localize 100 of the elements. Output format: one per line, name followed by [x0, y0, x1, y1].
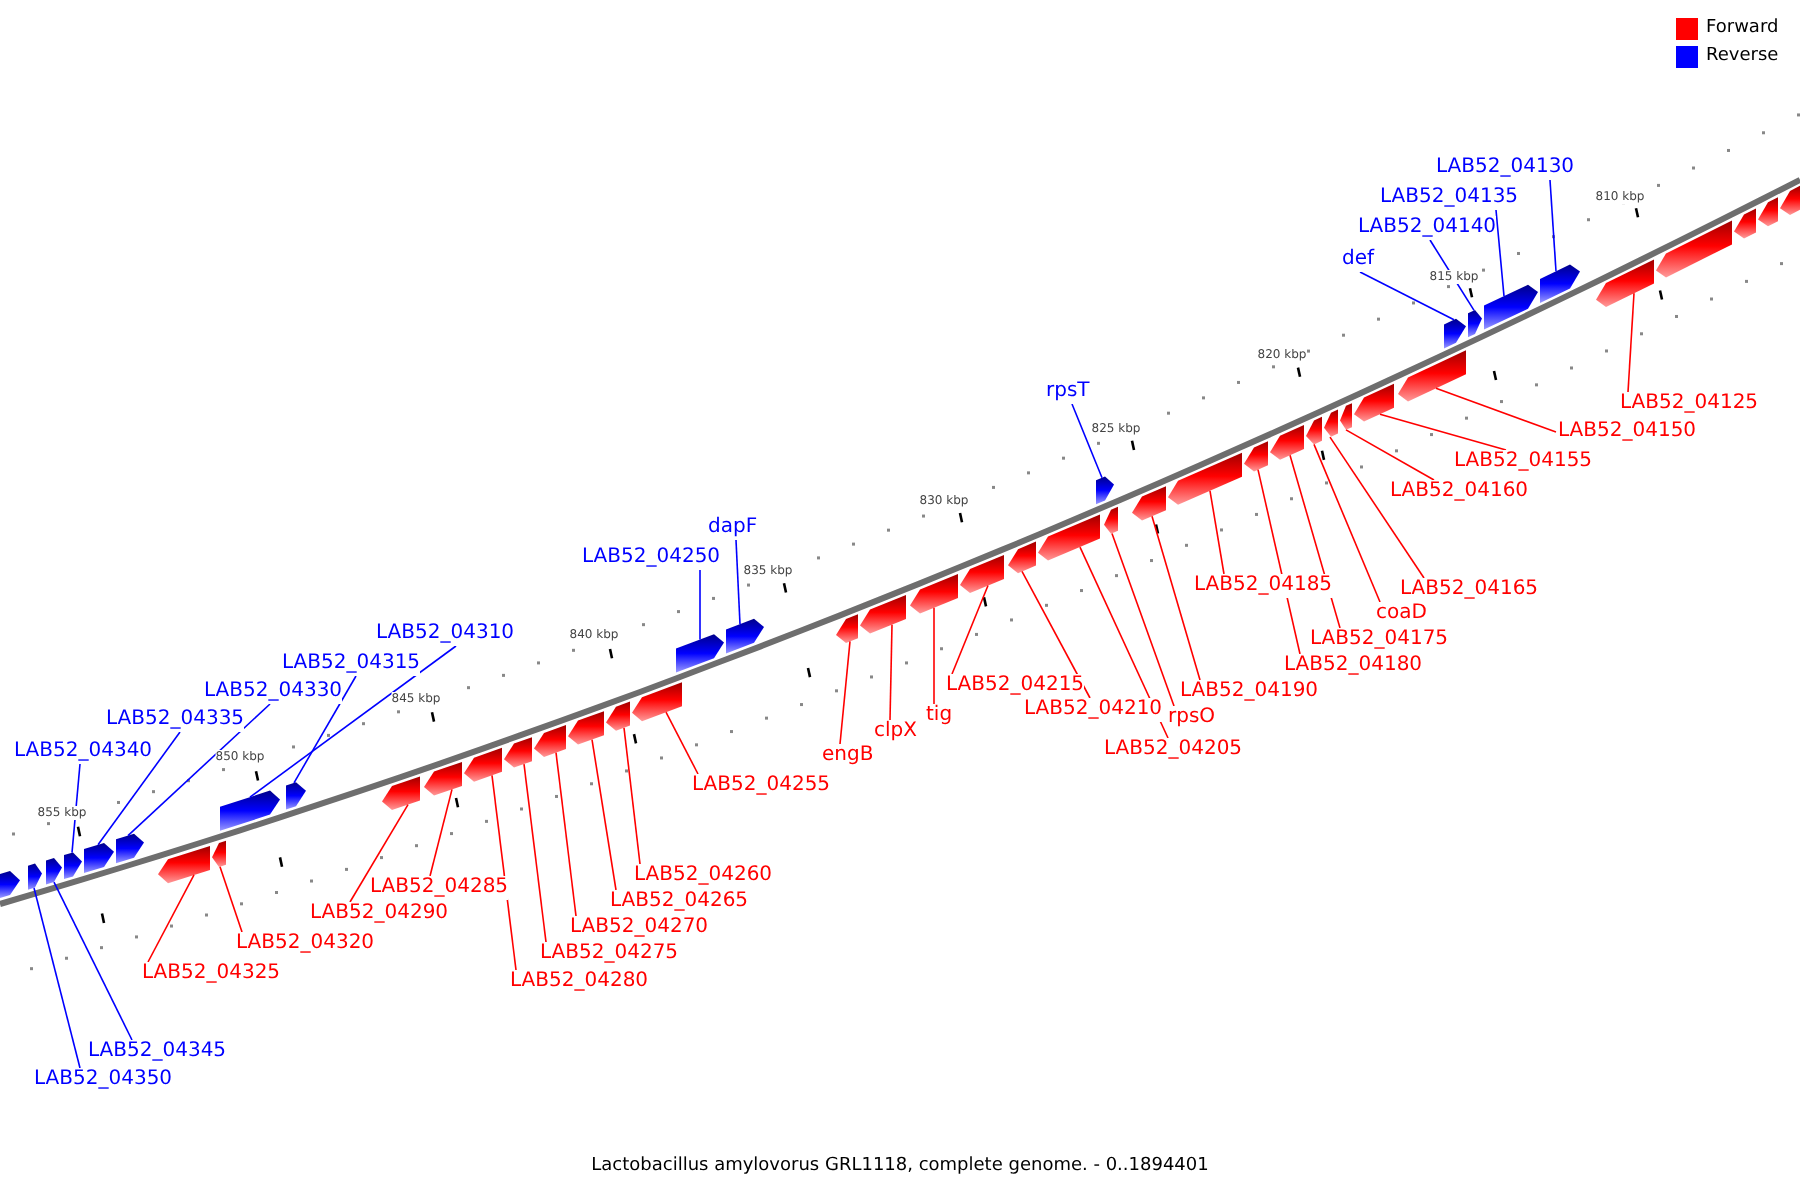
gene-block — [1038, 514, 1100, 561]
gene-block — [534, 725, 566, 757]
gene-block — [84, 843, 114, 873]
gene-label: rpsT — [1046, 380, 1090, 404]
gene-label: LAB52_04340 — [14, 740, 153, 764]
gene-block — [1354, 383, 1394, 422]
gene-block — [676, 634, 724, 673]
gene-label: LAB52_04180 — [1284, 654, 1423, 678]
leader-line — [951, 584, 989, 675]
gene-label: LAB52_04310 — [376, 622, 515, 646]
gene-label: LAB52_04175 — [1310, 628, 1449, 652]
gene-block — [1734, 208, 1756, 239]
gene-block — [46, 858, 62, 885]
gene-block — [116, 833, 144, 864]
gene-block — [1132, 486, 1166, 521]
leader-line — [127, 703, 271, 837]
gene-label: LAB52_04255 — [692, 774, 831, 798]
gene-label: LAB52_04190 — [1180, 680, 1319, 704]
leader-line — [1313, 443, 1381, 603]
gene-block — [464, 747, 502, 782]
leader-line — [1379, 413, 1507, 451]
gene-label: LAB52_04215 — [946, 674, 1085, 698]
gene-block — [212, 840, 226, 867]
gene-label: LAB52_04260 — [634, 864, 773, 888]
leader-line — [249, 645, 457, 798]
gene-label: rpsO — [1168, 706, 1216, 730]
gene-label: LAB52_04285 — [370, 876, 509, 900]
leader-line — [1359, 271, 1455, 321]
leader-line — [429, 788, 453, 877]
gene-label: LAB52_04135 — [1380, 186, 1519, 210]
leader-line — [1071, 403, 1103, 479]
gene-label: LAB52_04150 — [1558, 420, 1697, 444]
gene-label: LAB52_04210 — [1024, 698, 1163, 722]
gene-label: LAB52_04160 — [1390, 480, 1529, 504]
leader-line — [591, 738, 617, 891]
gene-block — [1758, 197, 1778, 227]
leader-line — [1549, 179, 1557, 273]
leader-line — [1021, 570, 1091, 699]
gene-label: LAB52_04130 — [1436, 156, 1575, 180]
leader-line — [1345, 429, 1435, 481]
legend-label: Reverse — [1706, 46, 1779, 68]
gene-label: LAB52_04140 — [1358, 216, 1497, 240]
gene-label: LAB52_04270 — [570, 916, 709, 940]
gene-label: def — [1342, 248, 1375, 272]
gene-block — [424, 762, 462, 796]
gene-label: tig — [926, 704, 953, 728]
leader-line — [53, 881, 133, 1041]
gene-label: LAB52_04185 — [1194, 574, 1333, 598]
gene-label: LAB52_04320 — [236, 932, 375, 956]
gene-block — [1540, 264, 1580, 303]
gene-block — [64, 852, 82, 879]
leader-line — [1627, 292, 1635, 393]
leader-line — [1495, 209, 1505, 297]
gene-block — [1484, 284, 1538, 330]
leader-line — [97, 731, 181, 846]
gene-block — [1780, 185, 1800, 215]
leader-line — [665, 711, 699, 775]
gene-block — [1468, 310, 1482, 338]
gene-block — [606, 701, 630, 731]
gene-block — [28, 863, 42, 890]
gene-block — [1168, 452, 1242, 505]
gene-block — [1340, 403, 1352, 430]
gene-block — [220, 790, 280, 831]
leader-line — [889, 623, 893, 721]
gene-block — [1398, 350, 1466, 402]
leader-line — [293, 675, 357, 784]
leader-line — [1329, 436, 1425, 579]
gene-label: dapF — [708, 516, 758, 540]
leader-line — [349, 803, 409, 903]
gene-label: clpX — [874, 720, 917, 744]
leader-line — [933, 606, 935, 705]
gene-label: LAB52_04350 — [34, 1068, 173, 1092]
gene-block — [910, 574, 958, 614]
legend-label: Forward — [1706, 18, 1779, 40]
gene-block — [504, 737, 532, 768]
gene-block — [836, 614, 858, 643]
gene-block — [1306, 416, 1322, 445]
gene-block — [1008, 541, 1036, 574]
gene-block — [568, 711, 604, 745]
gene-block — [1244, 441, 1268, 472]
caption: Lactobacillus amylovorus GRL1118, complete genome. - 0..1894401 — [591, 1156, 1209, 1178]
gene-label: LAB52_04335 — [106, 708, 245, 732]
gene-block — [1656, 220, 1732, 278]
leader-line — [839, 640, 851, 745]
gene-block — [1596, 259, 1654, 307]
leader-line — [33, 887, 81, 1069]
gene-label: LAB52_04315 — [282, 652, 421, 676]
gene-label: LAB52_04330 — [204, 680, 343, 704]
gene-label: LAB52_04125 — [1620, 392, 1759, 416]
gene-block — [286, 782, 306, 810]
gene-label: LAB52_04345 — [88, 1040, 227, 1064]
gene-label: engB — [822, 744, 874, 768]
gene-label: LAB52_04265 — [610, 890, 749, 914]
gene-block — [1104, 506, 1118, 534]
gene-label: LAB52_04275 — [540, 942, 679, 966]
leader-line — [491, 774, 517, 971]
leader-line — [735, 539, 741, 626]
gene-block — [0, 871, 20, 898]
leader-line — [1111, 532, 1175, 707]
gene-block — [1096, 476, 1114, 505]
